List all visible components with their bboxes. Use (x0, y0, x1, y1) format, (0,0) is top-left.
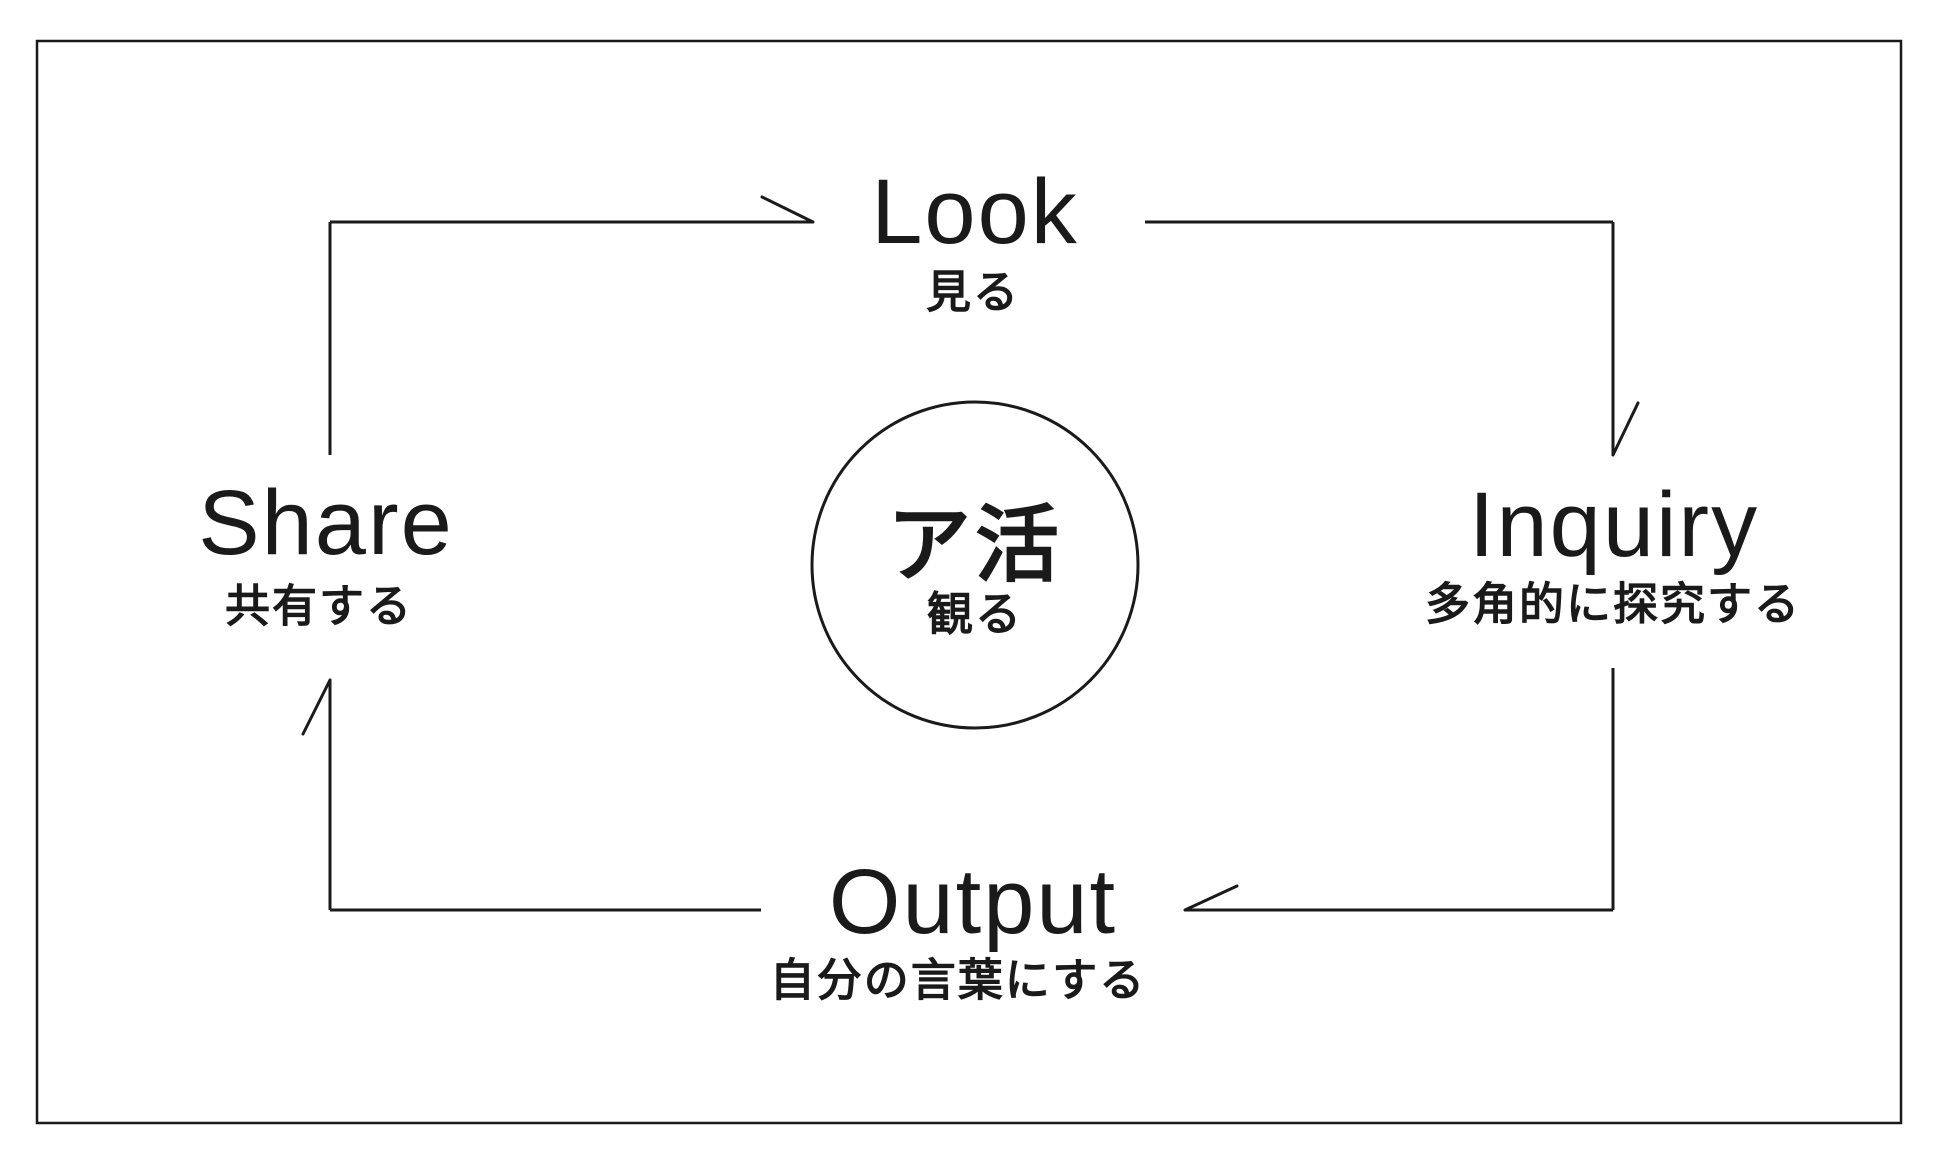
node-inquiry-sublabel: 多角的に探究する (1424, 578, 1802, 630)
arrow-inquiry-to-output-head (1183, 884, 1239, 912)
node-look-label: Look (871, 161, 1079, 263)
center-circle-subtitle: 観る (927, 588, 1023, 640)
arrow-output-to-share-head (301, 678, 332, 736)
node-inquiry-label: Inquiry (1468, 474, 1760, 576)
node-look-sublabel: 見る (925, 266, 1021, 318)
node-share-label: Share (198, 472, 454, 574)
center-circle-title: ア活 (886, 498, 1064, 592)
arrow-look-to-inquiry-head (1611, 401, 1640, 457)
outer-border (35, 39, 1903, 1125)
node-output-label: Output (828, 851, 1118, 953)
arrow-share-to-look-head (760, 195, 815, 224)
center-circle (810, 400, 1140, 730)
node-output-sublabel: 自分の言葉にする (769, 954, 1147, 1006)
node-share-sublabel: 共有する (224, 580, 414, 632)
